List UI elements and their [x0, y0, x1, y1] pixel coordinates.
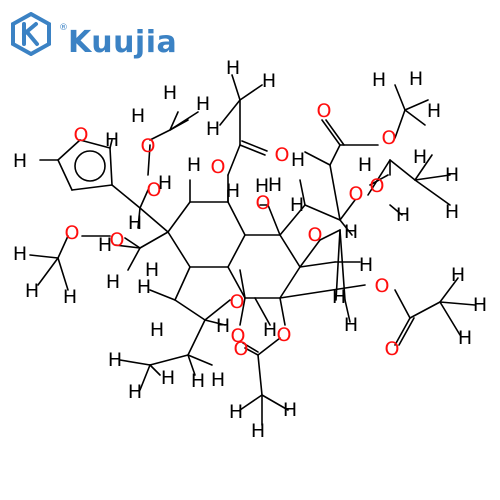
oxygen-atom: O: [370, 175, 385, 197]
hydrogen-atom: H: [145, 259, 159, 281]
bond-lines: [29, 74, 476, 426]
oxygen-atom: O: [65, 222, 80, 244]
hydrogen-atom: H: [263, 319, 277, 341]
hydrogen-atom: H: [332, 286, 346, 308]
hydrogen-atom: H: [63, 286, 77, 308]
hydrogen-atom: H: [473, 294, 487, 316]
oxygen-atom: O: [385, 338, 400, 360]
hydrogen-atom: H: [128, 212, 142, 234]
hydrogen-atom: H: [427, 100, 441, 122]
oxygen-atom: O: [317, 100, 332, 122]
hydrogen-atom: H: [413, 146, 427, 168]
hydrogen-atom: H: [187, 154, 201, 176]
hydrogen-atom: H: [409, 68, 423, 90]
hydrogen-atom: H: [211, 369, 225, 391]
oxygen-atom: O: [230, 291, 245, 313]
hydrogen-atom: H: [458, 327, 472, 349]
hydrogen-atom: H: [150, 319, 164, 341]
hydrogen-atom: H: [372, 69, 386, 91]
oxygen-atom: O: [74, 124, 89, 146]
hydrogen-atom: H: [216, 315, 230, 337]
registered-mark: ®: [59, 23, 68, 33]
oxygen-atom: O: [275, 144, 290, 166]
hydrogen-atom: H: [191, 370, 205, 392]
hydrogen-atom: H: [98, 234, 112, 256]
oxygen-atom: O: [349, 183, 364, 205]
atom-labels: O O O O O O O O O O O O O O O O O O O: [13, 57, 487, 442]
hydrogen-atom: H: [396, 204, 410, 226]
hydrogen-atom: H: [161, 367, 175, 389]
hydrogen-atom: H: [137, 276, 151, 298]
hydrogen-atom: H: [108, 349, 122, 371]
oxygen-atom: O: [382, 127, 397, 149]
hydrogen-atom: H: [131, 105, 145, 127]
hydrogen-atom: H: [158, 172, 172, 194]
kuujia-logo-icon: [11, 11, 51, 57]
brand-name: Kuujia: [68, 25, 178, 60]
hydrogen-atom: H: [206, 118, 220, 140]
hydrogen-atom: H: [268, 174, 282, 196]
hydrogen-atom: H: [344, 314, 358, 336]
hydrogen-atom: H: [445, 201, 459, 223]
hydrogen-atom: H: [163, 82, 177, 104]
oxygen-atom: O: [141, 135, 156, 157]
hydrogen-atom: H: [359, 254, 373, 276]
hydrogen-atom: H: [25, 280, 39, 302]
hydrogen-atom: H: [106, 271, 120, 293]
oxygen-atom: O: [147, 179, 162, 201]
oxygen-atom: O: [231, 325, 246, 347]
oxygen-atoms: O O O O O O O O O O O O O O O O O O O: [65, 100, 400, 360]
hydrogen-atom: H: [451, 264, 465, 286]
hydrogen-atom: H: [255, 175, 269, 197]
hydrogen-atom: H: [128, 381, 142, 403]
hydrogen-atom: H: [226, 180, 240, 202]
brand-logo: ® Kuujia: [10, 11, 180, 60]
hydrogen-atom: H: [13, 150, 27, 172]
hydrogen-atom: H: [358, 154, 372, 176]
oxygen-atom: O: [375, 275, 390, 297]
hydrogen-atom: H: [229, 401, 243, 423]
hydrogen-atom: H: [13, 243, 27, 265]
oxygen-atom: O: [110, 229, 125, 251]
oxygen-atom: O: [308, 224, 323, 246]
hydrogen-atom: H: [105, 129, 119, 151]
hydrogen-atom: H: [196, 93, 210, 115]
hydrogen-atom: H: [290, 194, 304, 216]
hydrogen-atom: H: [251, 420, 265, 442]
hydrogen-atom: H: [445, 164, 459, 186]
oxygen-atom: O: [211, 156, 226, 178]
hydrogen-atom: H: [262, 70, 276, 92]
hydrogen-atom: H: [283, 399, 297, 421]
hydrogen-atoms: H H H H H H H H H H H H H H H H H H H H: [13, 57, 487, 442]
oxygen-atom: O: [234, 338, 249, 360]
hydrogen-atom: H: [344, 221, 358, 243]
oxygen-atom: O: [256, 192, 271, 214]
hydrogen-atom: H: [291, 149, 305, 171]
hydrogen-atom: H: [226, 57, 240, 79]
oxygen-atom: O: [277, 324, 292, 346]
